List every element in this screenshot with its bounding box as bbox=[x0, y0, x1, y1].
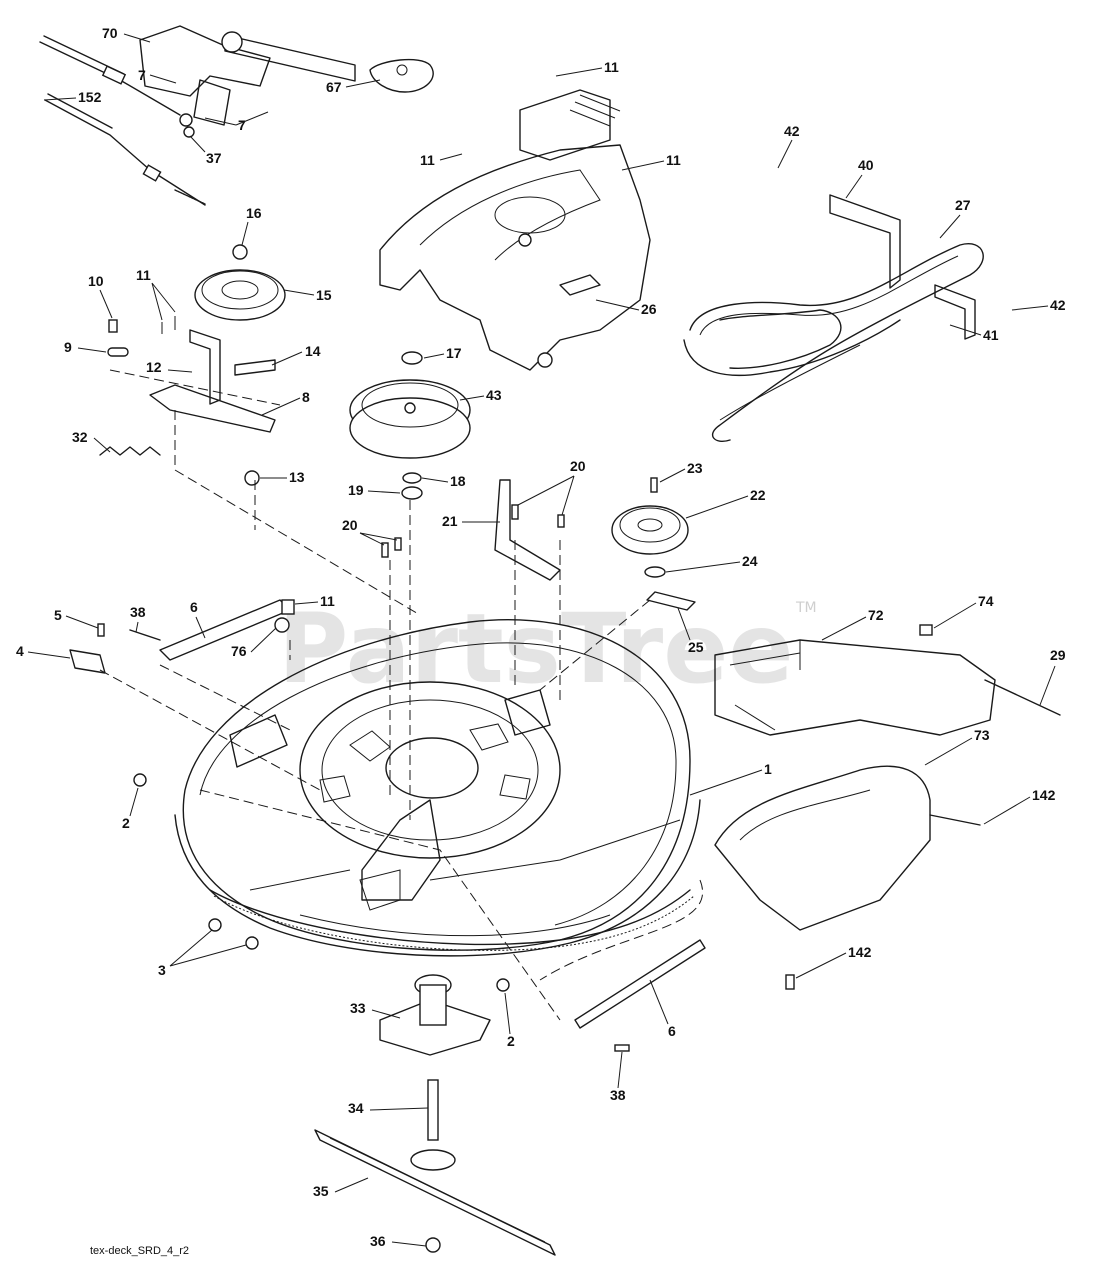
callout-13: 13 bbox=[289, 469, 305, 485]
callout-16: 16 bbox=[246, 205, 262, 221]
v-belt bbox=[683, 243, 984, 442]
callout-37: 37 bbox=[206, 150, 222, 166]
drawing-code: tex-deck_SRD_4_r2 bbox=[90, 1245, 189, 1257]
callout-23: 23 bbox=[687, 460, 703, 476]
callout-76: 76 bbox=[231, 643, 247, 659]
callouts: 70 7 7 152 37 67 11 11 11 26 42 40 27 42… bbox=[16, 25, 1066, 1249]
belt-guide bbox=[829, 194, 976, 340]
callout-35: 35 bbox=[313, 1183, 329, 1199]
idler-pulley bbox=[194, 244, 286, 321]
deck-rim bbox=[209, 889, 695, 951]
callout-18: 18 bbox=[450, 473, 466, 489]
callout-15: 15 bbox=[316, 287, 332, 303]
lower-parts bbox=[133, 773, 706, 1256]
callout-43: 43 bbox=[486, 387, 502, 403]
callout-34: 34 bbox=[348, 1100, 364, 1116]
plastic-knob bbox=[369, 58, 434, 93]
watermark-text: PartsTree bbox=[278, 593, 793, 705]
discharge-chute bbox=[714, 624, 1061, 990]
callout-4: 4 bbox=[16, 643, 24, 659]
callout-70: 70 bbox=[102, 25, 118, 41]
callout-42: 42 bbox=[784, 123, 800, 139]
callout-73: 73 bbox=[974, 727, 990, 743]
callout-24: 24 bbox=[742, 553, 758, 569]
callout-11: 11 bbox=[136, 267, 151, 283]
callout-22: 22 bbox=[750, 487, 766, 503]
callout-26: 26 bbox=[641, 301, 657, 317]
callout-21: 21 bbox=[442, 513, 458, 529]
callout-5: 5 bbox=[54, 607, 62, 623]
lift-bracket-assembly bbox=[39, 25, 356, 206]
callout-9: 9 bbox=[64, 339, 72, 355]
callout-11: 11 bbox=[320, 593, 335, 609]
alignment-lines bbox=[99, 369, 703, 1021]
callout-7: 7 bbox=[238, 117, 246, 133]
callout-25: 25 bbox=[688, 639, 704, 655]
mower-deck-housing bbox=[174, 619, 701, 957]
callout-33: 33 bbox=[350, 1000, 366, 1016]
callout-142: 142 bbox=[1032, 787, 1056, 803]
callout-42: 42 bbox=[1050, 297, 1066, 313]
idler-arm bbox=[99, 316, 276, 486]
callout-38: 38 bbox=[610, 1087, 626, 1103]
callout-41: 41 bbox=[983, 327, 999, 343]
callout-142: 142 bbox=[848, 944, 872, 960]
callout-74: 74 bbox=[978, 593, 994, 609]
callout-72: 72 bbox=[868, 607, 884, 623]
callout-7: 7 bbox=[138, 67, 146, 83]
watermark-trademark: TM bbox=[795, 600, 817, 616]
callout-11: 11 bbox=[666, 152, 681, 168]
callout-20: 20 bbox=[342, 517, 358, 533]
idler-pulley-right bbox=[611, 477, 696, 611]
left-hanger-parts bbox=[69, 599, 295, 674]
callout-40: 40 bbox=[858, 157, 874, 173]
callout-67: 67 bbox=[326, 79, 342, 95]
callout-3: 3 bbox=[158, 962, 166, 978]
callout-6: 6 bbox=[190, 599, 198, 615]
callout-8: 8 bbox=[302, 389, 310, 405]
callout-27: 27 bbox=[955, 197, 971, 213]
callout-12: 12 bbox=[146, 359, 162, 375]
callout-32: 32 bbox=[72, 429, 88, 445]
belt-cover bbox=[379, 89, 651, 371]
callout-14: 14 bbox=[305, 343, 321, 359]
callout-38: 38 bbox=[130, 604, 146, 620]
callout-1: 1 bbox=[764, 761, 772, 777]
callout-2: 2 bbox=[507, 1033, 515, 1049]
callout-11: 11 bbox=[604, 59, 619, 75]
callout-152: 152 bbox=[78, 89, 102, 105]
callout-17: 17 bbox=[446, 345, 462, 361]
callout-20: 20 bbox=[570, 458, 586, 474]
callout-19: 19 bbox=[348, 482, 364, 498]
callout-36: 36 bbox=[370, 1233, 386, 1249]
drive-pulley bbox=[349, 351, 471, 500]
callout-10: 10 bbox=[88, 273, 104, 289]
callout-6: 6 bbox=[668, 1023, 676, 1039]
callout-11: 11 bbox=[420, 152, 435, 168]
callout-2: 2 bbox=[122, 815, 130, 831]
callout-29: 29 bbox=[1050, 647, 1066, 663]
